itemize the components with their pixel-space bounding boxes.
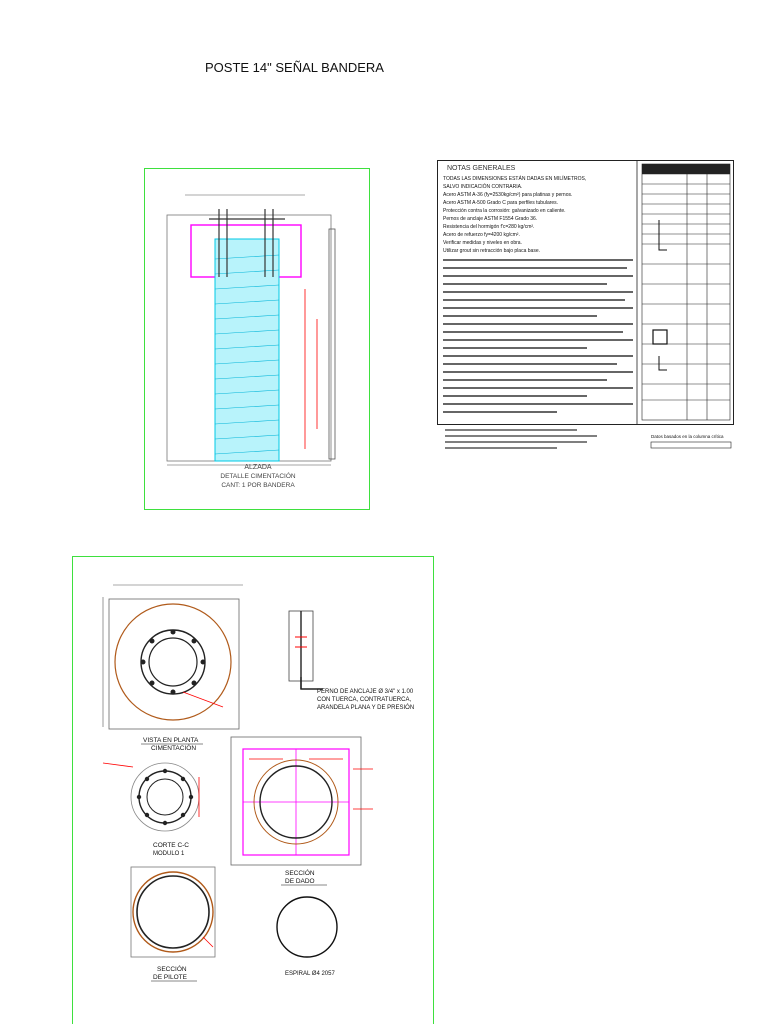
plan-title: VISTA EN PLANTA bbox=[143, 737, 199, 744]
dimension-lines bbox=[304, 289, 318, 449]
note-line: Acero ASTM A-500 Grado C para perfiles t… bbox=[443, 200, 558, 206]
note-line: Verificar medidas y niveles en obra. bbox=[443, 240, 522, 246]
anchor-line3: ARANDELA PLANA Y DE PRESIÓN bbox=[317, 704, 414, 711]
lower-notes-texture bbox=[445, 429, 597, 449]
note-line: Acero ASTM A-36 (fy=2530kg/cm²) para pla… bbox=[443, 192, 572, 198]
elevation-title: ALZADA bbox=[244, 464, 272, 471]
foundation-plan: VISTA EN PLANTA CIMENTACIÓN bbox=[102, 584, 243, 752]
notes-heading: NOTAS GENERALES bbox=[447, 165, 516, 172]
note-line: Acero de refuerzo fy=4200 kg/cm². bbox=[443, 232, 520, 238]
schedule-header bbox=[642, 164, 730, 174]
general-notes-panel: NOTAS GENERALES TODAS LAS DIMENSIONES ES… bbox=[437, 160, 734, 450]
bar-detail bbox=[658, 356, 667, 371]
page-title: POSTE 14" SEÑAL BANDERA bbox=[205, 60, 384, 75]
hook-detail bbox=[658, 220, 667, 251]
pile-title: SECCIÓN bbox=[157, 964, 187, 973]
elevation-drawing: ALZADA DETALLE CIMENTACIÓN CANT: 1 POR B… bbox=[166, 194, 336, 489]
note-line: Resistencia del hormigón f'c=280 kg/cm². bbox=[443, 224, 534, 230]
table2-heading: Datos basados en la columna crítica bbox=[651, 434, 724, 439]
cut-subtitle: MODULO 1 bbox=[153, 851, 185, 857]
notes-drawing: NOTAS GENERALES TODAS LAS DIMENSIONES ES… bbox=[437, 160, 734, 449]
note-line: Protección contra la corrosión: galvaniz… bbox=[443, 208, 566, 214]
spiral-detail: ESPIRAL Ø4 2057 bbox=[276, 896, 338, 977]
cut-title: CORTE C-C bbox=[153, 842, 189, 849]
pile-section: SECCIÓN DE PILOTE bbox=[130, 866, 216, 982]
spiral-label: ESPIRAL Ø4 2057 bbox=[285, 971, 335, 977]
anchor-bolts bbox=[209, 209, 285, 277]
elevation-qty: CANT: 1 POR BANDERA bbox=[221, 482, 295, 489]
note-line: Utilizar grout sin retracción bajo placa… bbox=[443, 248, 540, 254]
plan-subtitle: CIMENTACIÓN bbox=[151, 743, 196, 752]
cut-cc: CORTE C-C MODULO 1 bbox=[102, 762, 200, 857]
note-line: Pernos de anclaje ASTM F1554 Grado 36. bbox=[443, 216, 537, 222]
pole bbox=[328, 228, 336, 460]
note-line: SALVO INDICACIÓN CONTRARIA. bbox=[443, 183, 522, 190]
anchor-line1: PERNO DE ANCLAJE Ø 3/4" x 1.00 bbox=[317, 689, 414, 695]
pile-subtitle: DE PILOTE bbox=[153, 974, 188, 981]
dado-section: SECCIÓN DE DADO bbox=[230, 736, 373, 886]
anchor-line2: CON TUERCA, CONTRATUERCA, bbox=[317, 697, 411, 703]
dado-subtitle: DE DADO bbox=[285, 878, 315, 885]
notes-text-texture bbox=[443, 259, 633, 413]
anchor-bolt-detail: PERNO DE ANCLAJE Ø 3/4" x 1.00 CON TUERC… bbox=[288, 610, 414, 711]
elevation-subtitle: DETALLE CIMENTACIÓN bbox=[220, 471, 296, 480]
note-line: TODAS LAS DIMENSIONES ESTÁN DADAS EN MIL… bbox=[443, 175, 586, 182]
foundation-frame: VISTA EN PLANTA CIMENTACIÓN PERNO DE ANC… bbox=[72, 556, 434, 1024]
elevation-frame: ALZADA DETALLE CIMENTACIÓN CANT: 1 POR B… bbox=[144, 168, 370, 510]
foundation-drawing: VISTA EN PLANTA CIMENTACIÓN PERNO DE ANC… bbox=[102, 584, 414, 982]
dado-title: SECCIÓN bbox=[285, 868, 315, 877]
pile-shaft bbox=[214, 238, 280, 462]
stirrup-detail bbox=[652, 329, 668, 345]
pile-hatch bbox=[214, 254, 280, 455]
schedule-table bbox=[641, 163, 731, 421]
